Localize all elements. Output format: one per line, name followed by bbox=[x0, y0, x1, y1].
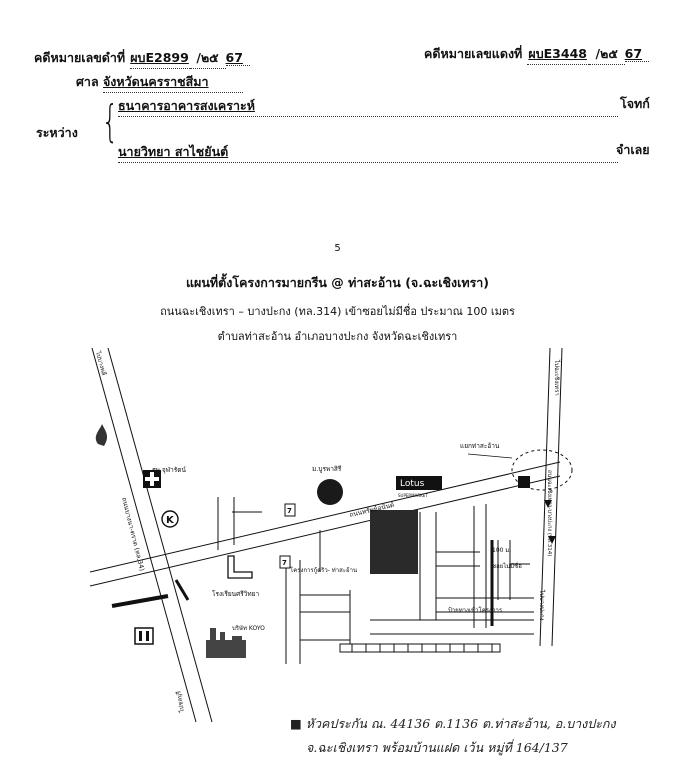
temple-icon bbox=[95, 424, 108, 446]
seven-eleven-icon-2 bbox=[279, 555, 291, 569]
label-distance: 100 ม. bbox=[492, 547, 511, 554]
label-university: ม.บูรพาสิรี bbox=[312, 465, 342, 473]
handwritten-line-2: จ.ฉะเชิงเทรา พร้อมบ้านแฝด เว้น หมู่ที่ 1… bbox=[306, 740, 568, 755]
label-school: โรงเรียนศรีวิทยา bbox=[212, 590, 259, 598]
case-black-label: คดีหมายเลขดำที่ bbox=[34, 50, 126, 65]
case-red-year: /๒๕ bbox=[595, 46, 618, 61]
label-project: โครงการกู้ดริว- ท่าสะอ้าน bbox=[290, 566, 357, 574]
kasikorn-icon bbox=[161, 510, 179, 528]
handwritten-line-1: ■ หัวคประกัน ณ. 44136 ต.1136 ต.ท่าสะอ้าน… bbox=[290, 716, 616, 731]
svg-text:K: K bbox=[166, 515, 175, 526]
defendant-role: จำเลย bbox=[616, 142, 650, 157]
project-block bbox=[370, 510, 418, 574]
plaintiff-role: โจทก์ bbox=[620, 96, 650, 111]
junction-marker bbox=[518, 476, 530, 488]
case-red-value: ผบE3448 bbox=[528, 46, 587, 61]
case-red-label: คดีหมายเลขแดงที่ bbox=[424, 46, 523, 61]
label-project-entrance: ป้ายทางเข้าโครงการ bbox=[448, 606, 503, 614]
lotus-label: Lotus bbox=[400, 479, 425, 489]
svg-text:7: 7 bbox=[287, 507, 292, 515]
court-line: ศาล จังหวัดนครราชสีมา bbox=[76, 72, 243, 93]
page-number: 5 bbox=[334, 243, 341, 254]
defendant-line: นายวิทยา สาไชยันต์ bbox=[118, 142, 618, 163]
between-label: ระหว่าง bbox=[36, 125, 78, 140]
svg-text:7: 7 bbox=[282, 559, 287, 567]
map-title: แผนที่ตั้งโครงการมายกรีน @ ท่าสะอ้าน (จ.… bbox=[185, 275, 490, 290]
road-main-left-edge bbox=[91, 347, 197, 723]
case-red-number: คดีหมายเลขแดงที่ ผบE3448/๒๕ 67 bbox=[424, 44, 649, 65]
label-to-bangpakong: ไปบางปะกง bbox=[538, 589, 546, 621]
map-subtitle-2: ตำบลท่าสะอ้าน อำเภอบางปะกง จังหวัดฉะเชิง… bbox=[217, 330, 458, 343]
map-subtitle-1: ถนนฉะเชิงเทรา – บางปะกง (ทล.314) เข้าซอย… bbox=[160, 305, 515, 318]
label-hospital: รพ.จุฬารัตน์ bbox=[152, 466, 186, 474]
label-to-chonburi: ไปชลบุรี bbox=[174, 690, 186, 714]
plaintiff-line: ธนาคารอาคารสงเคราะห์ bbox=[118, 96, 618, 117]
label-road-chachoengsao: ถนนฉะเชิงเทรา-บางปะกง (ทล.314) bbox=[546, 470, 553, 556]
brace: { bbox=[101, 96, 119, 147]
label-koyo: บริษัท KOYO bbox=[232, 625, 265, 632]
court-value: จังหวัดนครราชสีมา bbox=[102, 74, 209, 89]
school-icon bbox=[227, 555, 253, 579]
case-black-value: ผบE2899 bbox=[130, 50, 189, 65]
label-soi: ซอยไม่มีชื่อ bbox=[492, 562, 522, 570]
court-label: ศาล bbox=[76, 74, 99, 89]
case-red-year2: 67 bbox=[624, 46, 643, 61]
university-marker bbox=[317, 479, 343, 505]
case-black-year: /๒๕ bbox=[196, 50, 219, 65]
koyo-factory-icon bbox=[206, 628, 246, 658]
label-junction: แยกท่าสะอ้าน bbox=[460, 442, 500, 450]
plaintiff-name: ธนาคารอาคารสงเคราะห์ bbox=[118, 98, 255, 113]
label-road-main: ถนนบางนา-ตราด (ทล.34) bbox=[120, 497, 146, 572]
bank-icon bbox=[134, 627, 154, 645]
lotus-logo bbox=[396, 476, 442, 490]
case-black-year2: 67 bbox=[225, 50, 243, 65]
label-to-chachoengsao: ไปฉะเชิงเทรา bbox=[553, 359, 561, 396]
lotus-sub-label: SUPERMARKET bbox=[398, 493, 428, 498]
case-black-number: คดีหมายเลขดำที่ ผบE2899/๒๕ 67 bbox=[34, 48, 250, 69]
road-main-right-edge bbox=[107, 347, 213, 723]
defendant-name: นายวิทยา สาไชยันต์ bbox=[118, 144, 229, 159]
seven-eleven-icon-1 bbox=[284, 503, 296, 517]
